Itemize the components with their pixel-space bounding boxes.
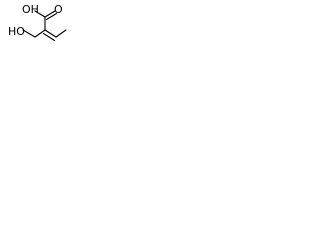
bond-c2-c3-double-outer: [44, 29, 57, 38]
bond-c1-o-double-outer: [44, 10, 56, 18]
bond-c2-c3-double-inner: [42, 32, 56, 42]
atom-label-oh: OH: [22, 3, 39, 16]
atom-label-o: O: [54, 3, 63, 16]
bond-c1-o-double-inner: [45, 12, 58, 21]
bond-c2-ch2: [34, 29, 46, 38]
bond-ch2-ho: [22, 29, 36, 38]
molecule-structure: OH O HO: [8, 3, 67, 42]
bond-c1-oh: [34, 10, 46, 18]
atom-label-ho: HO: [8, 25, 25, 38]
bond-c3-ch3: [55, 29, 67, 38]
